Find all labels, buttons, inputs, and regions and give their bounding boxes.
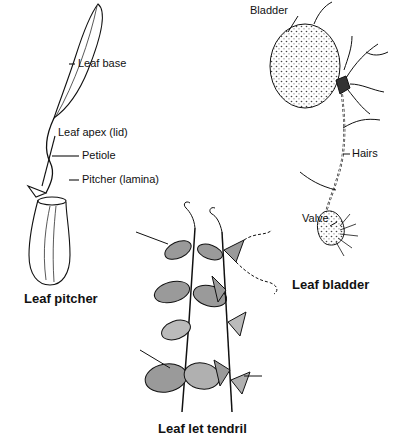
pitcher-plant [28,4,103,285]
antenna-hair [348,90,370,114]
part-label: Petiole [82,149,116,162]
bladder-plant [270,2,388,256]
leader-line [330,222,337,226]
leader-line [42,136,55,186]
tendril [236,262,277,294]
part-label: Hairs [352,147,378,160]
tendril [210,208,222,232]
antenna-hair [346,44,378,78]
leaflet [191,282,229,310]
pitcher-wing [53,206,56,282]
part-label: Bladder [250,4,288,17]
figure-caption: Leaf pitcher [24,292,98,307]
antenna-hair [350,84,384,92]
leader-line [69,63,75,64]
leader-line [69,179,79,180]
leaflet [159,316,193,343]
pitcher-body [29,200,70,285]
part-label: Valve [302,212,329,225]
pointer-line [244,376,262,377]
part-label: Leaf apex (lid) [58,126,128,139]
pitcher-lid [28,186,46,197]
pitcher-wing [44,206,50,280]
bladder-stalk [314,2,332,24]
leader-line [52,155,79,156]
part-label: Pitcher (lamina) [82,173,159,186]
antenna-hair [366,52,388,55]
leaflet [224,240,244,262]
tendril [184,202,195,228]
valve-hairs [336,214,358,256]
side-hair [300,172,336,190]
leaflet [214,360,230,386]
leaflet [162,237,194,263]
bladder-mouth [336,76,350,94]
tendril [244,230,272,240]
leaflet [195,241,224,263]
leaflet [231,372,250,394]
leaflet [152,278,192,307]
leader-line [343,154,350,155]
leaflet [228,312,246,336]
bladder-sac [270,24,340,108]
antenna-hair [344,36,352,70]
figure-caption: Leaf bladder [292,278,369,293]
figure-caption: Leaf let tendril [158,422,247,437]
part-label: Leaf base [78,57,126,70]
stalk-segment [326,94,344,212]
side-hair [343,119,380,128]
pointer-line [136,232,168,244]
pointer-line [140,350,170,368]
leader-line [288,16,298,32]
pea-plant [136,202,277,412]
stalk-segment [326,94,344,212]
pitcher-rim [38,197,66,205]
leaflet [212,276,226,302]
